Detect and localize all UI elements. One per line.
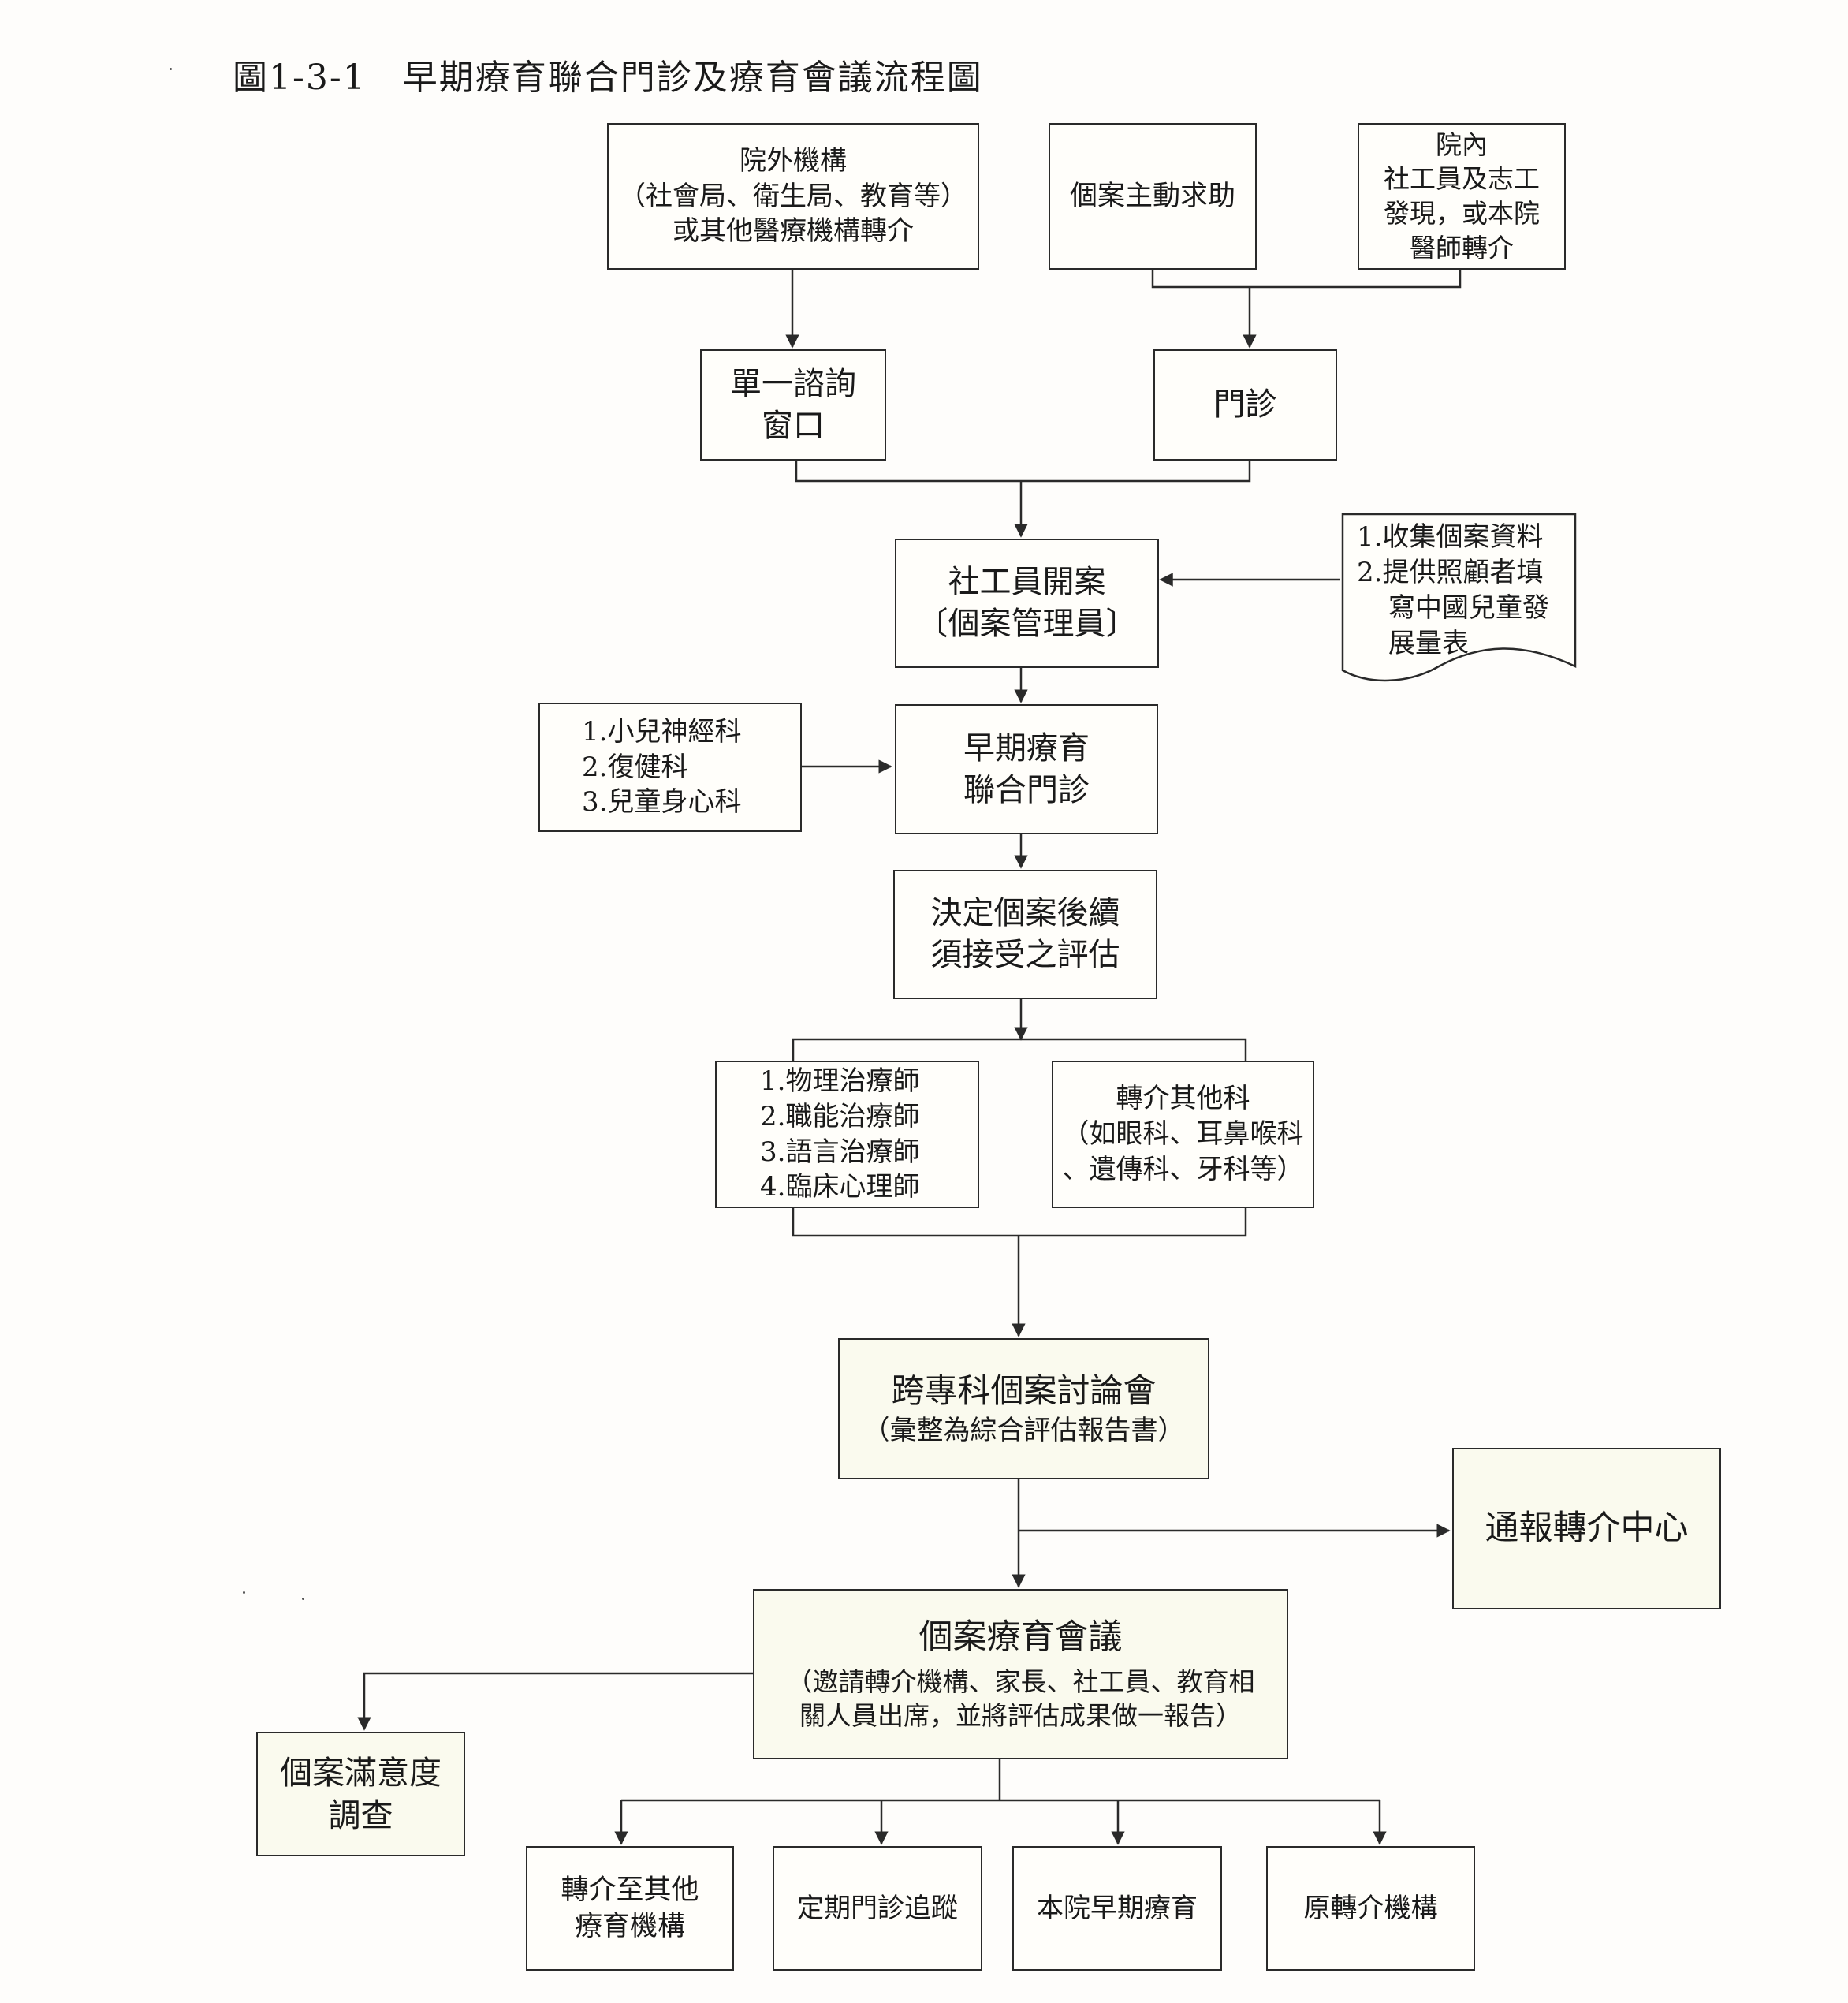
node-original-line-1: 原轉介機構 [1303,1892,1438,1924]
node-clinic-line-1: 門診 [1213,386,1277,423]
node-departments: 1.小兒神經科 2.復健科 3.兒童身心科 [538,703,802,832]
node-internal-referral: 院內 社工員及志工 發現，或本院 醫師轉介 [1358,123,1566,270]
node-decide-line-1: 決定個案後續 [930,895,1120,932]
node-satisfaction-survey: 個案滿意度 調查 [256,1732,465,1856]
node-case-conference-line-2: （彙整為綜合評估報告書） [863,1414,1185,1446]
node-refer-other-line-2: 療育機構 [574,1911,685,1942]
node-collect-data: 1.收集個案資料 2.提供照顧者填 寫中國兒童發 展量表 [1343,514,1575,664]
node-self-help-line-1: 個案主動求助 [1069,180,1235,212]
node-followup-line-1: 定期門診追蹤 [797,1892,958,1924]
node-single-window-line-2: 窗口 [762,407,825,444]
node-in-house-line-1: 本院早期療育 [1037,1892,1198,1924]
connector-merge-mid [795,461,1251,483]
node-therapists: 1.物理治療師 2.職能治療師 3.語言治療師 4.臨床心理師 [715,1061,979,1208]
node-other-depts-line-3: 、遺傳科、牙科等） [1062,1153,1304,1185]
node-collect-line-3: 寫中國兒童發 [1388,591,1549,624]
node-internal-line-1: 院內 [1436,129,1488,160]
node-single-window: 單一諮詢 窗口 [700,349,886,461]
node-social-worker-line-2: 〔個案管理員〕 [916,606,1138,642]
node-self-help: 個案主動求助 [1049,123,1257,270]
node-collect-line-1: 1.收集個案資料 [1357,521,1544,553]
node-other-depts-line-1: 轉介其他科 [1116,1083,1250,1115]
node-external-line-1: 院外機構 [740,144,847,177]
node-iep-line-2: （邀請轉介機構、家長、社工員、教育相 [786,1665,1255,1697]
node-iep-line-3: 關人員出席，並將評估成果做一報告） [799,1700,1242,1732]
node-other-departments: 轉介其他科 （如眼科、耳鼻喉科 、遺傳科、牙科等） [1052,1061,1314,1208]
node-collect-line-2: 2.提供照顧者填 [1357,556,1544,588]
node-iep-line-1: 個案療育會議 [918,1617,1123,1658]
node-departments-line-1: 1.小兒神經科 [582,715,742,748]
node-decide-line-2: 須接受之評估 [930,937,1120,973]
scan-speck [170,68,172,70]
node-clinic: 門診 [1153,349,1337,461]
node-external-referral: 院外機構 （社會局、衛生局、教育等） 或其他醫療機構轉介 [607,123,979,270]
scan-speck [243,1591,245,1594]
node-refer-other-institution: 轉介至其他 療育機構 [526,1846,734,1971]
node-report-center: 通報轉介中心 [1452,1448,1721,1609]
node-external-line-3: 或其他醫療機構轉介 [673,215,914,248]
node-case-conference-line-1: 跨專科個案討論會 [891,1371,1157,1411]
node-therapists-line-2: 2.職能治療師 [760,1100,920,1132]
connector-split [792,1038,1247,1061]
page-title: 圖1-3-1 早期療育聯合門診及療育會議流程圖 [233,58,983,98]
node-internal-line-2: 社工員及志工 [1384,163,1540,195]
node-regular-followup: 定期門診追蹤 [773,1846,982,1971]
node-internal-line-3: 發現，或本院 [1384,198,1540,229]
node-social-worker-line-1: 社工員開案 [948,564,1106,601]
connector-merge-lower [792,1208,1247,1237]
node-single-window-line-1: 單一諮詢 [730,365,856,402]
node-joint-clinic-line-2: 聯合門診 [963,771,1090,808]
node-departments-line-3: 3.兒童身心科 [582,786,742,819]
collect-document-shape [1341,513,1577,682]
node-iep-meeting: 個案療育會議 （邀請轉介機構、家長、社工員、教育相 關人員出席，並將評估成果做一… [753,1589,1288,1759]
arrow-to-satisfaction [357,1672,753,1731]
node-refer-other-line-1: 轉介至其他 [561,1874,699,1906]
node-joint-clinic-line-1: 早期療育 [963,729,1090,767]
node-joint-clinic: 早期療育 聯合門診 [895,704,1158,834]
scan-speck [302,1598,304,1600]
node-therapists-line-1: 1.物理治療師 [760,1065,920,1097]
node-original-institution: 原轉介機構 [1266,1846,1475,1971]
node-departments-line-2: 2.復健科 [582,751,688,783]
node-internal-line-4: 醫師轉介 [1410,232,1514,263]
node-therapists-line-4: 4.臨床心理師 [760,1171,920,1203]
node-social-worker: 社工員開案 〔個案管理員〕 [895,539,1159,668]
node-satisfaction-line-2: 調查 [328,1796,393,1834]
node-case-conference: 跨專科個案討論會 （彙整為綜合評估報告書） [838,1338,1209,1479]
node-satisfaction-line-1: 個案滿意度 [280,1753,442,1792]
connector-merge-top [1151,270,1462,289]
node-decide-assessment: 決定個案後續 須接受之評估 [893,870,1157,999]
node-in-house-intervention: 本院早期療育 [1012,1846,1222,1971]
node-report-center-line-1: 通報轉介中心 [1485,1509,1689,1549]
node-therapists-line-3: 3.語言治療師 [760,1136,920,1168]
node-external-line-2: （社會局、衛生局、教育等） [619,180,967,212]
node-other-depts-line-2: （如眼科、耳鼻喉科 [1062,1118,1304,1151]
node-collect-line-4: 展量表 [1388,627,1469,659]
